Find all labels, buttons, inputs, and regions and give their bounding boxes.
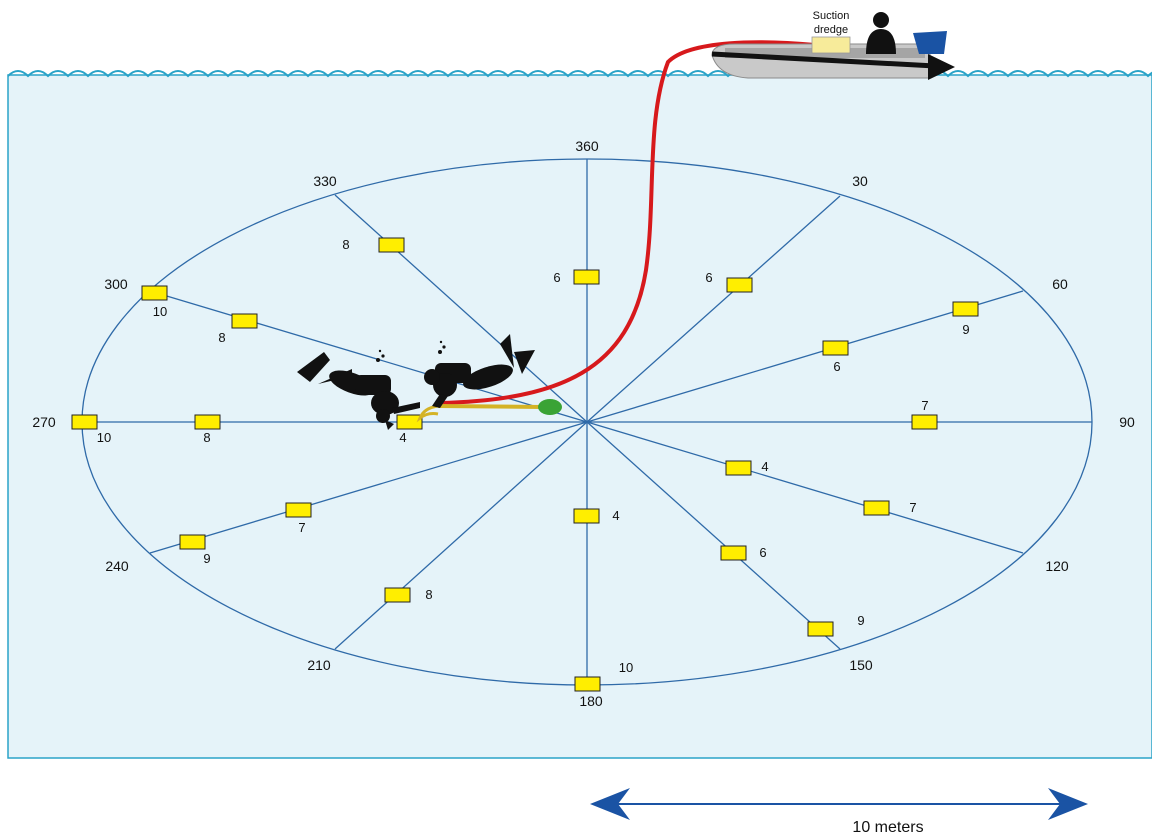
scale-bar-left-arrowhead <box>590 788 630 820</box>
marker-label-150-inner: 6 <box>759 545 766 560</box>
marker-30 <box>726 277 753 293</box>
spoke-120 <box>586 421 1024 554</box>
marker-label-240-outer: 9 <box>203 551 210 566</box>
marker-label-210: 8 <box>425 587 432 602</box>
marker-label-120-inner: 4 <box>761 459 768 474</box>
dredge-label-line1: Suction <box>813 10 850 22</box>
spoke-240 <box>149 421 588 554</box>
scale-bar-right-arrowhead <box>1048 788 1088 820</box>
bearing-label-210: 210 <box>307 657 331 673</box>
bearing-label-150: 150 <box>849 657 873 673</box>
marker-270-mid <box>194 414 221 430</box>
marker-label-30: 6 <box>705 270 712 285</box>
marker-150-outer <box>807 621 834 637</box>
diver-left-icon <box>297 349 420 430</box>
marker-label-270-inner: 4 <box>399 430 406 445</box>
bearing-label-180: 180 <box>579 693 603 709</box>
dredge-label-line2: dredge <box>814 24 848 36</box>
marker-label-330: 8 <box>342 237 349 252</box>
marker-270-inner <box>396 414 423 430</box>
bearing-label-90: 90 <box>1119 414 1135 430</box>
probe-handle <box>416 404 439 423</box>
bearing-label-270: 270 <box>32 414 56 430</box>
boat: Suction dredge <box>711 10 955 80</box>
bearing-label-60: 60 <box>1052 276 1068 292</box>
spoke-30 <box>586 195 841 423</box>
marker-360 <box>573 269 600 285</box>
marker-label-300-inner: 8 <box>218 330 225 345</box>
marker-240-inner <box>285 502 312 518</box>
marker-label-270-mid: 8 <box>203 430 210 445</box>
bearing-label-360: 360 <box>575 138 599 154</box>
spoke-330 <box>334 194 588 423</box>
bearing-label-300: 300 <box>104 276 128 292</box>
marker-label-360: 6 <box>553 270 560 285</box>
marker-180-outer <box>574 676 601 692</box>
marker-label-60-inner: 6 <box>833 359 840 374</box>
marker-60-inner <box>822 340 849 356</box>
spoke-60 <box>586 290 1024 423</box>
marker-label-90: 7 <box>921 398 928 413</box>
diver-right-icon <box>424 334 535 408</box>
suction-dredge-box <box>811 36 851 54</box>
scale-bar-label: 10 meters <box>852 819 923 835</box>
marker-label-180-outer: 10 <box>619 660 633 675</box>
bearing-label-120: 120 <box>1045 558 1069 574</box>
marker-label-300-outer: 10 <box>153 304 167 319</box>
bearing-label-240: 240 <box>105 558 129 574</box>
marker-label-60-outer: 9 <box>962 322 969 337</box>
probe-tip <box>538 399 562 415</box>
marker-300-inner <box>231 313 258 329</box>
person-icon <box>866 12 896 54</box>
marker-60-outer <box>952 301 979 317</box>
marker-120-outer <box>863 500 890 516</box>
water-surface-waves <box>7 70 1152 78</box>
marker-label-270-outer: 10 <box>97 430 111 445</box>
marker-330 <box>378 237 405 253</box>
marker-210 <box>384 587 411 603</box>
marker-90 <box>911 414 938 430</box>
outboard-motor-icon <box>913 31 947 54</box>
probe-shaft <box>437 404 543 409</box>
spoke-210 <box>334 421 588 650</box>
marker-label-150-outer: 9 <box>857 613 864 628</box>
spoke-150 <box>586 421 841 650</box>
marker-240-outer <box>179 534 206 550</box>
marker-label-120-outer: 7 <box>909 500 916 515</box>
marker-270-outer <box>71 414 98 430</box>
scale-bar: 10 meters <box>590 788 1088 835</box>
marker-300-outer <box>141 285 168 301</box>
marker-label-240-inner: 7 <box>298 520 305 535</box>
spoke-300 <box>149 290 588 423</box>
suction-hose <box>439 40 816 405</box>
bearing-label-330: 330 <box>313 173 337 189</box>
dredge-probe <box>416 399 562 423</box>
boat-wake-arrow <box>711 51 936 69</box>
boat-direction-arrowhead <box>928 54 955 80</box>
bearing-label-30: 30 <box>852 173 868 189</box>
marker-label-180-inner: 4 <box>612 508 619 523</box>
marker-120-inner <box>725 460 752 476</box>
marker-180-inner <box>573 508 600 524</box>
marker-150-inner <box>720 545 747 561</box>
